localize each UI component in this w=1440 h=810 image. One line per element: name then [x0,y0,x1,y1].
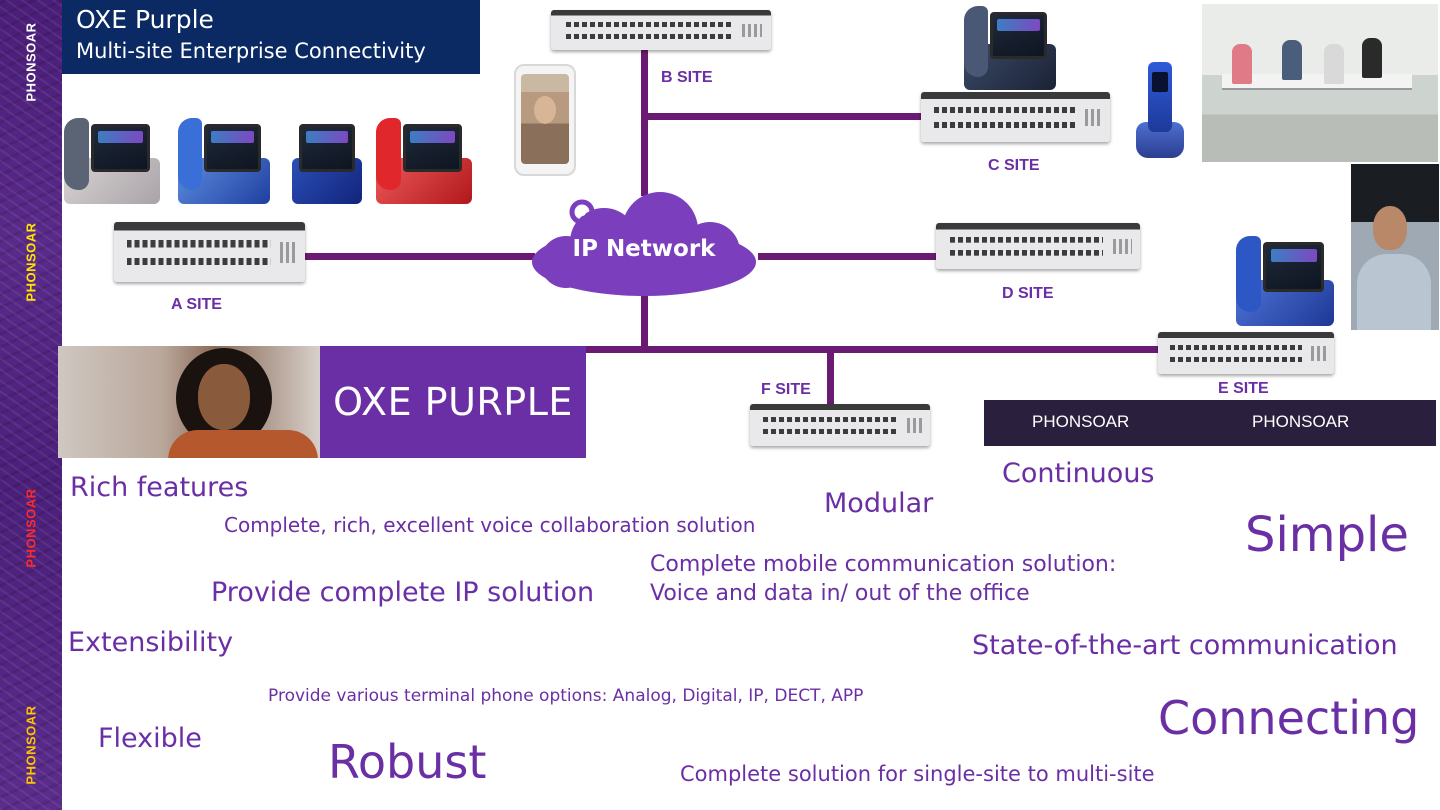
server-b [551,10,771,50]
keyword-simple: Simple [1245,507,1409,563]
link-e-site [586,346,1160,353]
banner-title-box: OXE PURPLE [320,346,586,458]
trunk-vertical-lower [641,296,648,352]
server-d [936,223,1140,269]
mobile-phone [514,64,576,176]
keyword-state-of-art: State-of-the-art communication [972,630,1398,661]
ip-network-cloud: IP Network [520,190,768,302]
server-e [1158,332,1334,374]
desk-phone-grey [64,118,160,204]
side-label-3: PHONSOAR [23,488,39,568]
brand-bar-right: PHONSOAR [1252,412,1350,431]
desk-phone-e-site [1236,236,1334,326]
link-cloud-d [758,253,938,260]
header-subtitle: Multi-site Enterprise Connectivity [76,39,426,63]
keyword-ip-solution: Provide complete IP solution [211,577,595,608]
desk-phone-blue [178,118,270,204]
desk-phone-c-site [964,6,1056,90]
server-f [750,404,930,446]
desk-phone-navy [292,118,362,204]
site-label-e: E SITE [1218,380,1269,397]
keyword-rich-features: Rich features [70,472,249,503]
link-a-cloud [305,253,535,260]
dect-phone [1134,62,1186,158]
desk-phone-red [376,118,472,204]
site-label-c: C SITE [988,157,1040,174]
woman-on-phone-photo [1351,164,1439,330]
banner-photo [58,346,320,458]
link-f-site [827,349,834,409]
server-a [114,222,305,282]
site-label-d: D SITE [1002,285,1054,302]
keyword-flexible: Flexible [98,723,202,754]
keyword-voice-collab: Complete, rich, excellent voice collabor… [224,513,756,537]
header-block: OXE Purple Multi-site Enterprise Connect… [62,0,480,74]
keyword-mobile-line2: Voice and data in/ out of the office [650,581,1030,606]
banner-title: OXE PURPLE [333,380,573,424]
trunk-vertical-upper [641,48,648,196]
keyword-robust: Robust [328,735,487,789]
site-label-b: B SITE [661,69,713,86]
site-label-a: A SITE [171,296,222,313]
side-label-2: PHONSOAR [23,222,39,302]
keyword-terminal-options: Provide various terminal phone options: … [268,686,864,706]
header-title: OXE Purple [76,5,214,34]
keyword-modular: Modular [824,488,934,519]
keyword-extensibility: Extensibility [68,627,234,658]
side-label-1: PHONSOAR [23,22,39,102]
link-c-site [641,113,923,120]
server-c [921,92,1110,142]
keyword-connecting: Connecting [1158,691,1420,745]
brand-bar-left: PHONSOAR [1032,412,1130,431]
keyword-mobile-line1: Complete mobile communication solution: [650,552,1117,577]
side-label-4: PHONSOAR [23,705,39,785]
side-band: PHONSOAR PHONSOAR PHONSOAR PHONSOAR [0,0,62,810]
cloud-label: IP Network [572,236,716,262]
cloud-shape [532,192,756,296]
oxe-purple-banner: OXE PURPLE [58,346,586,458]
keyword-continuous: Continuous [1002,458,1155,489]
site-label-f: F SITE [761,381,811,398]
brand-bar: PHONSOAR PHONSOAR [984,400,1436,446]
keyword-single-multi: Complete solution for single-site to mul… [680,762,1155,786]
office-photo [1202,4,1438,162]
